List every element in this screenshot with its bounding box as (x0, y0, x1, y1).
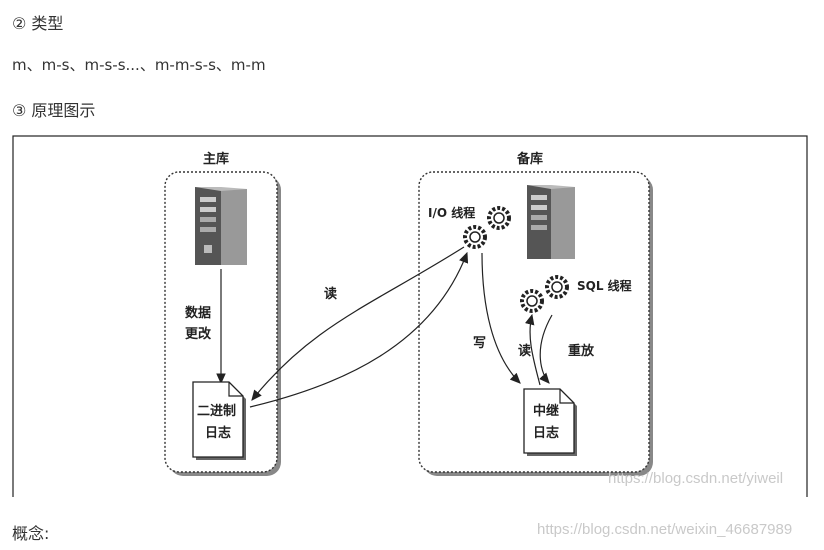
write-label: 写 (473, 336, 486, 351)
concept-label: 概念: (12, 524, 50, 543)
principle-heading: ③ 原理图示 (12, 101, 96, 120)
io-thread-label: I/O 线程 (428, 205, 475, 220)
data-change-label-2: 更改 (185, 326, 212, 342)
write-arrow (481, 252, 521, 384)
data-change-label-1: 数据 (185, 305, 211, 321)
inner-watermark: https://blog.csdn.net/yiweil (608, 470, 784, 487)
sql-thread-label: SQL 线程 (577, 278, 632, 293)
relaylog-label-2: 日志 (533, 425, 559, 441)
types-heading: ② 类型 (12, 14, 64, 33)
relaylog-document-icon (523, 388, 577, 456)
replay-label: 重放 (568, 343, 595, 359)
sql-thread-gear-icon (520, 275, 569, 313)
binlog-label-1: 二进制 (197, 403, 236, 419)
outer-watermark: https://blog.csdn.net/weixin_46687989 (537, 521, 793, 538)
master-server-icon (195, 187, 247, 265)
master-title: 主库 (203, 151, 229, 167)
io-thread-gear-icon (463, 206, 511, 249)
transfer-arrow (249, 251, 469, 408)
read-label-2: 读 (518, 343, 531, 359)
types-list: m、m-s、m-s-s...、m-m-s-s、m-m (12, 56, 266, 74)
read-arrow (251, 246, 465, 401)
relaylog-label-1: 中继 (533, 403, 559, 419)
replay-arrow (539, 314, 553, 384)
read-label: 读 (324, 286, 337, 302)
binlog-document-icon (192, 381, 246, 460)
binlog-label-2: 日志 (205, 425, 231, 441)
slave-title: 备库 (516, 151, 543, 167)
slave-server-icon (527, 185, 575, 259)
read-arrow-2 (525, 313, 541, 386)
diagram-frame (12, 135, 808, 497)
replication-diagram: 主库 备库 数据 更改 二进制 日志 中继 日志 (12, 135, 808, 497)
